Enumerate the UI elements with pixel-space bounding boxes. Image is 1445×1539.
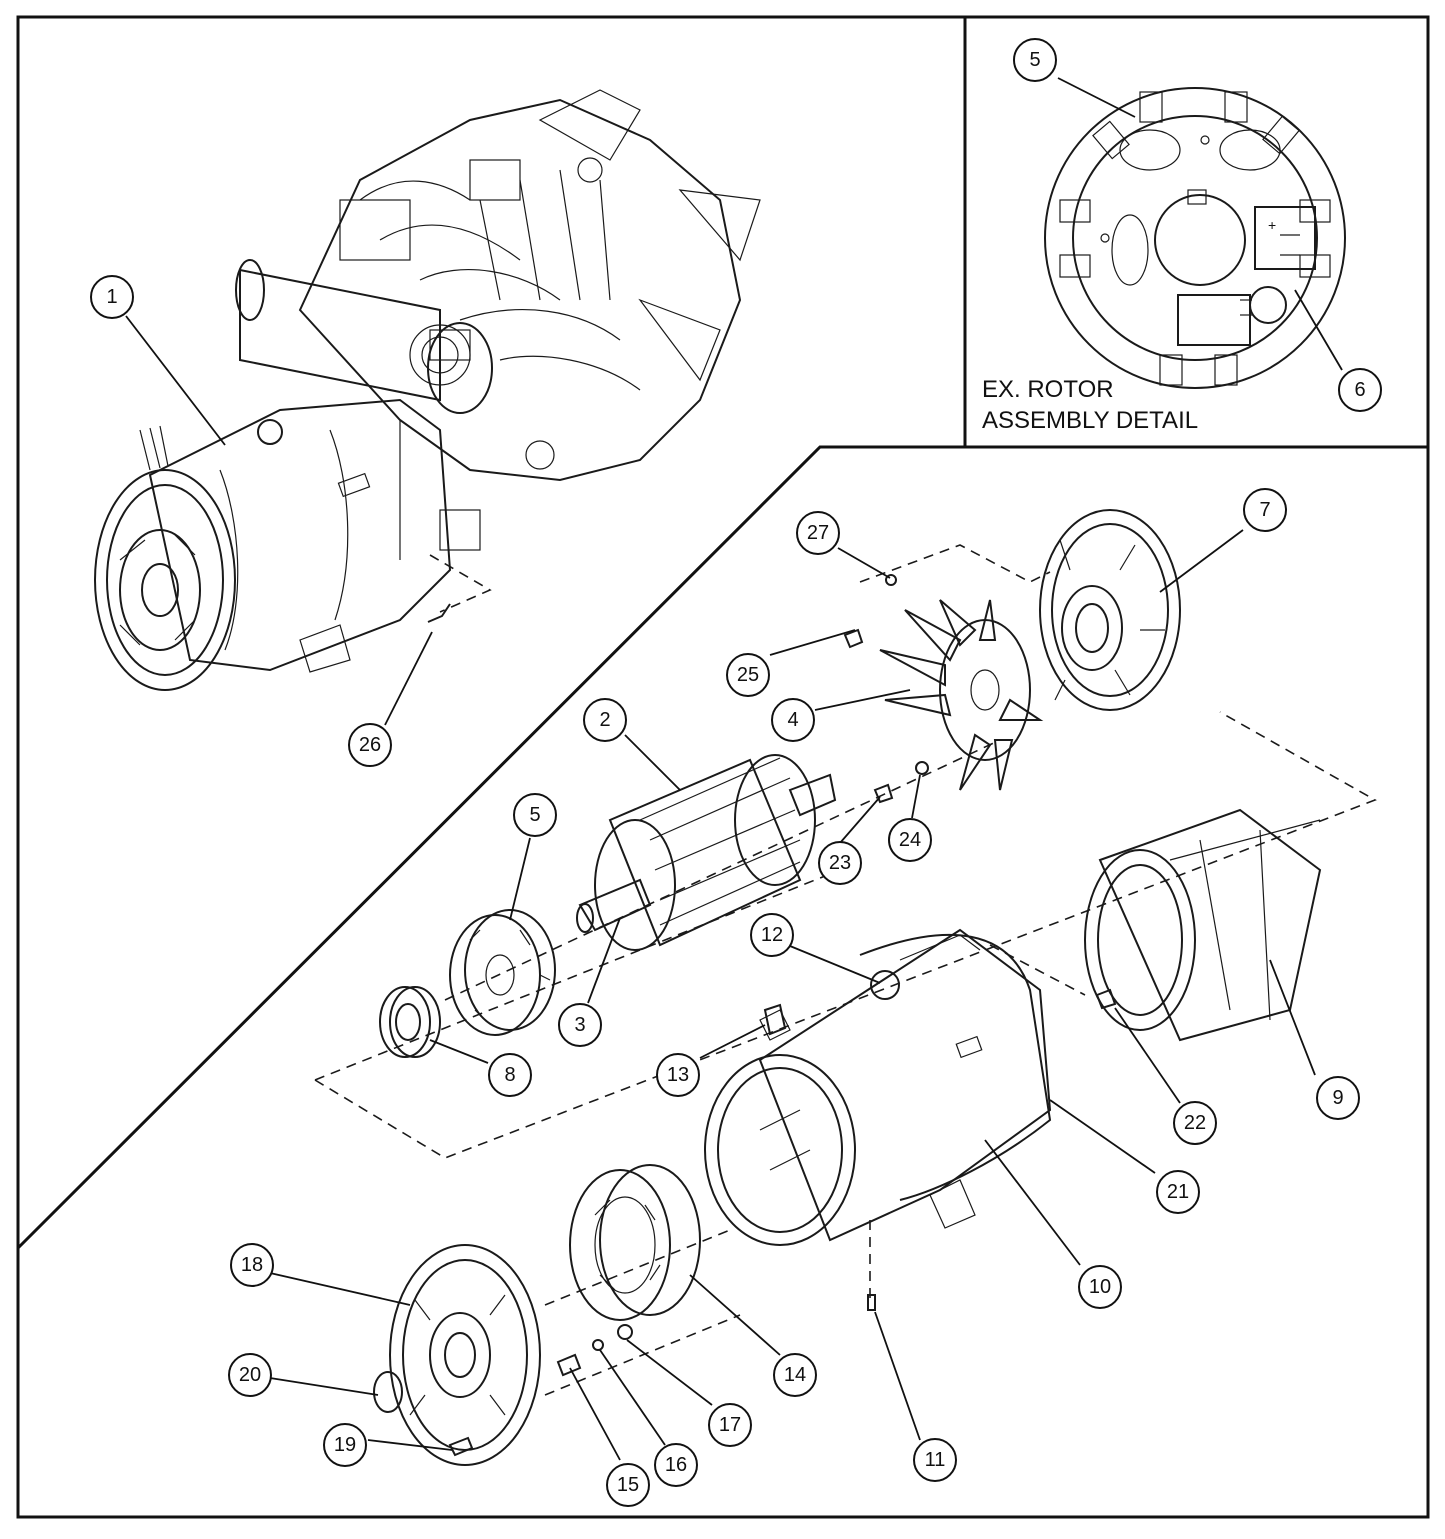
fan-drawing xyxy=(879,599,1044,791)
callout-4: 4 xyxy=(771,698,815,742)
callout-6: 6 xyxy=(1338,368,1382,412)
callout-14: 14 xyxy=(773,1353,817,1397)
bearing-drawing xyxy=(379,986,441,1058)
callout-9-label: 9 xyxy=(1332,1087,1343,1109)
callout-10: 10 xyxy=(1078,1265,1122,1309)
callout-20-label: 20 xyxy=(239,1364,261,1386)
callout-24: 24 xyxy=(888,818,932,862)
callout-14-label: 14 xyxy=(784,1364,806,1386)
callout-12-label: 12 xyxy=(761,924,783,946)
exciter-rotor-drawing xyxy=(449,909,556,1036)
callout-24-label: 24 xyxy=(899,829,921,851)
callout-18: 18 xyxy=(230,1243,274,1287)
stator-drawing xyxy=(1084,808,1322,1042)
callout-15: 15 xyxy=(606,1463,650,1507)
callout-8: 8 xyxy=(488,1053,532,1097)
detail-label-line2: ASSEMBLY DETAIL xyxy=(982,407,1198,434)
callout-19-label: 19 xyxy=(334,1434,356,1456)
callout-6-label: 6 xyxy=(1354,379,1365,401)
callout-7-label: 7 xyxy=(1259,499,1270,521)
callout-2-label: 2 xyxy=(599,709,610,731)
bolt-26-drawing xyxy=(427,603,451,623)
callout-25-label: 25 xyxy=(737,664,759,686)
callout-26: 26 xyxy=(348,723,392,767)
callout-17-label: 17 xyxy=(719,1414,741,1436)
callout-27: 27 xyxy=(796,511,840,555)
callout-15-label: 15 xyxy=(617,1474,639,1496)
assembled-generator-drawing xyxy=(94,89,761,691)
svg-text:+: + xyxy=(1268,217,1276,233)
callout-13: 13 xyxy=(656,1053,700,1097)
callout-4-label: 4 xyxy=(787,709,798,731)
generator-housing-drawing xyxy=(704,928,1052,1246)
main-rotor-drawing xyxy=(576,754,837,951)
detail-label-line1: EX. ROTOR xyxy=(982,376,1114,403)
callout-8-label: 8 xyxy=(504,1064,515,1086)
callout-23: 23 xyxy=(818,841,862,885)
callout-11-label: 11 xyxy=(925,1449,946,1471)
diagram-frames xyxy=(16,15,1430,1519)
callout-5-exploded: 5 xyxy=(513,793,557,837)
callout-23-label: 23 xyxy=(829,852,851,874)
callout-3: 3 xyxy=(558,1003,602,1047)
callout-3-label: 3 xyxy=(574,1014,585,1036)
callout-21: 21 xyxy=(1156,1170,1200,1214)
callout-5-detail-label: 5 xyxy=(1029,49,1040,71)
callout-17: 17 xyxy=(708,1403,752,1447)
end-bracket-drawing xyxy=(1039,509,1181,711)
callout-5-exploded-label: 5 xyxy=(529,804,540,826)
cover-20-drawing xyxy=(373,1371,403,1413)
callout-2: 2 xyxy=(583,698,627,742)
callout-16: 16 xyxy=(654,1443,698,1487)
callout-22-label: 22 xyxy=(1184,1112,1206,1134)
callout-5-detail: 5 xyxy=(1013,38,1057,82)
exciter-rotor-detail: + xyxy=(1044,87,1346,389)
callout-1: 1 xyxy=(90,275,134,319)
callout-7: 7 xyxy=(1243,488,1287,532)
callout-12: 12 xyxy=(750,913,794,957)
callout-11: 11 xyxy=(913,1438,957,1482)
end-bell-drawing xyxy=(389,1244,541,1466)
callout-26-label: 26 xyxy=(359,734,381,756)
callout-22: 22 xyxy=(1173,1101,1217,1145)
exploded-envelopes xyxy=(314,544,1377,1396)
callout-16-label: 16 xyxy=(665,1454,687,1476)
callout-9: 9 xyxy=(1316,1076,1360,1120)
leader-lines xyxy=(125,77,1343,1461)
callout-13-label: 13 xyxy=(667,1064,689,1086)
callout-27-label: 27 xyxy=(807,522,829,544)
callout-21-label: 21 xyxy=(1167,1181,1189,1203)
callout-19: 19 xyxy=(323,1423,367,1467)
callout-18-label: 18 xyxy=(241,1254,263,1276)
exciter-stator-drawing xyxy=(569,1164,701,1321)
callout-20: 20 xyxy=(228,1353,272,1397)
callout-1-label: 1 xyxy=(106,286,117,308)
callout-25: 25 xyxy=(726,653,770,697)
callout-10-label: 10 xyxy=(1089,1276,1111,1298)
